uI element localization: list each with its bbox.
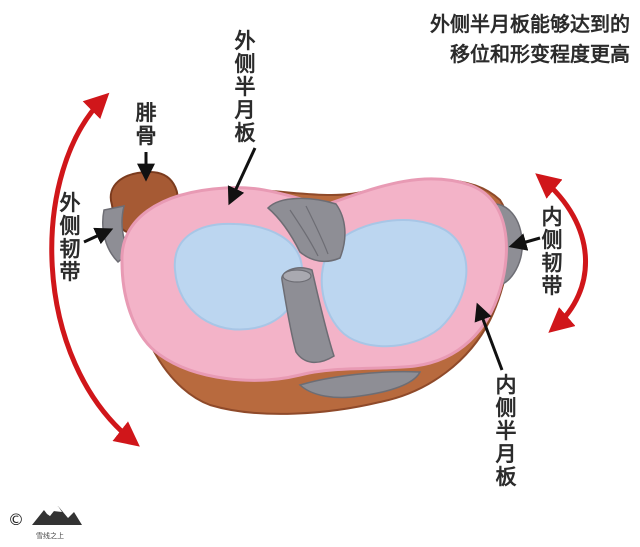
lateral-meniscus-pointer [227,147,257,206]
watermark-text: 雪线之上 [36,532,64,540]
label-medial-meniscus: 内侧半月板 [495,373,517,489]
lateral-ligament-pointer [83,227,114,245]
caption-line-2: 移位和形变程度更高 [450,42,630,66]
copyright-symbol: © [8,510,24,529]
label-fibula: 腓骨 [135,101,157,148]
label-lateral-meniscus: 外侧半月板 [234,29,256,145]
anterior-horn-ligament [266,197,346,263]
central-ligament [281,267,335,364]
medial-ligament-pointer [508,233,541,251]
medial-tibial-plateau [320,219,468,348]
posterior-horn-attachment [298,370,422,399]
watermark-logo [32,505,82,531]
medial-meniscus-pointer [474,302,504,371]
label-medial-ligament: 内侧韧带 [541,205,563,298]
label-lateral-ligament: 外侧韧带 [59,191,81,284]
caption-line-1: 外侧半月板能够达到的 [430,12,630,36]
medial-mobility-arrow [535,173,589,333]
lateral-mobility-arrow [49,92,140,447]
